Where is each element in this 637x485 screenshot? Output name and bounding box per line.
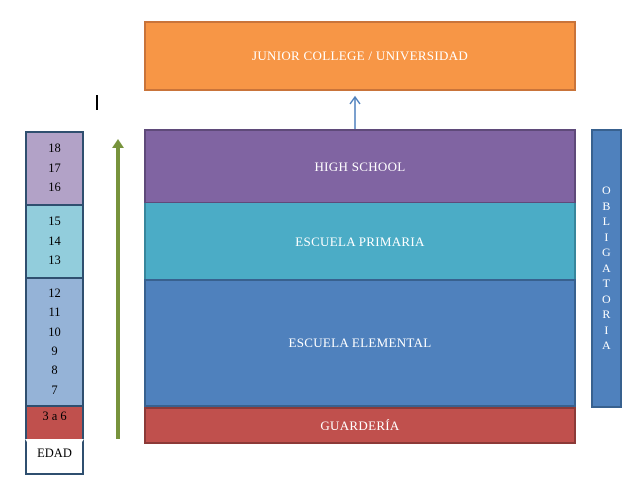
obligatoria-letter: B: [602, 198, 611, 213]
age-value: 17: [48, 160, 61, 175]
age-value: 3 a 6: [42, 409, 67, 423]
age-value: 13: [48, 253, 61, 268]
age-value: 7: [51, 382, 58, 397]
junior-college-label: JUNIOR COLLEGE / UNIVERSIDAD: [251, 48, 469, 63]
age-value: 11: [48, 305, 61, 320]
age-group-7-12: 12 11 10 9 8 7: [25, 277, 84, 405]
age-value: 8: [51, 363, 58, 378]
obligatoria-letter: I: [604, 322, 609, 337]
high-school-box: HIGH SCHOOL: [144, 129, 576, 204]
age-group-3-6: 3 a 6: [25, 405, 84, 439]
guarderia-label: GUARDERÍA: [320, 417, 400, 433]
up-arrow-top: [349, 95, 361, 129]
obligatoria-letter: I: [604, 229, 609, 244]
junior-college-box: JUNIOR COLLEGE / UNIVERSIDAD: [144, 21, 576, 91]
age-value: 15: [48, 214, 61, 229]
edad-label: EDAD: [37, 446, 72, 460]
age-group-16-18: 18 17 16: [25, 131, 84, 204]
obligatoria-bar: O B L I G A T O R I A: [591, 129, 622, 408]
age-value: 16: [48, 180, 61, 195]
age-group-13-15: 15 14 13: [25, 204, 84, 277]
obligatoria-letter: R: [602, 307, 611, 322]
obligatoria-letter: L: [602, 214, 611, 229]
edad-label-box: EDAD: [25, 439, 84, 475]
text-cursor: [96, 95, 98, 110]
obligatoria-letter: G: [602, 245, 611, 260]
high-school-label: HIGH SCHOOL: [314, 158, 406, 174]
obligatoria-letter: A: [602, 260, 611, 275]
age-value: 12: [48, 285, 61, 300]
obligatoria-letter: O: [602, 291, 611, 306]
age-value: 9: [51, 344, 58, 358]
obligatoria-letter: A: [602, 338, 611, 353]
age-value: 18: [48, 141, 61, 156]
escuela-elemental-label: ESCUELA ELEMENTAL: [288, 335, 432, 350]
guarderia-box: GUARDERÍA: [144, 407, 576, 444]
escuela-elemental-box: ESCUELA ELEMENTAL: [144, 279, 576, 407]
escuela-primaria-label: ESCUELA PRIMARIA: [295, 233, 425, 249]
obligatoria-letter: T: [602, 276, 611, 291]
escuela-primaria-box: ESCUELA PRIMARIA: [144, 203, 576, 280]
age-progress-arrow: [112, 139, 124, 439]
age-value: 14: [48, 233, 61, 248]
age-value: 10: [48, 324, 61, 339]
obligatoria-letter: O: [602, 183, 611, 198]
age-column: 18 17 16 15 14 13 12 11 10 9 8 7 3 a 6 E…: [25, 131, 84, 475]
